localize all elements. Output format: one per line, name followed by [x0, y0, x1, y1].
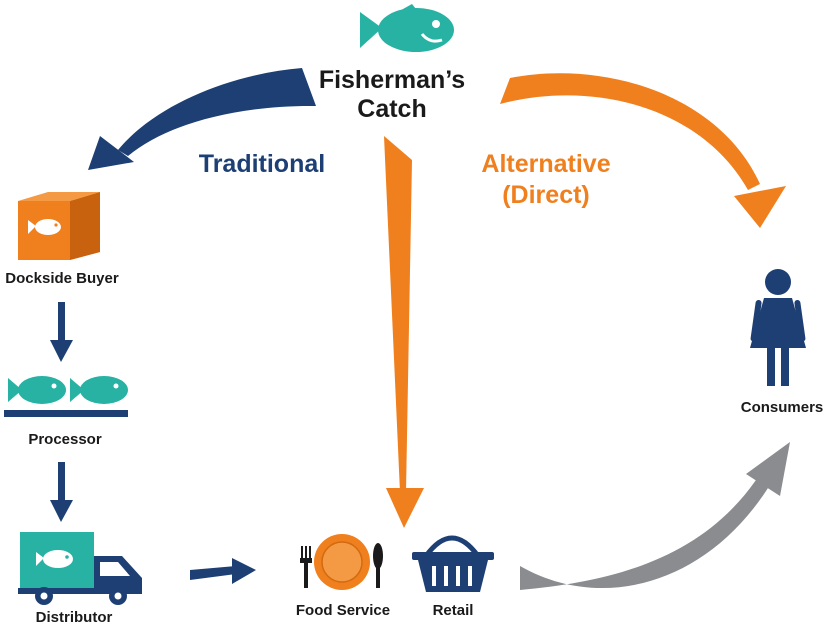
retail-to-consumers-arrow — [520, 442, 790, 590]
consumers-label: Consumers — [741, 399, 824, 416]
person-icon — [750, 269, 806, 386]
alternative-label-line2: (Direct) — [502, 181, 590, 209]
delivery-truck-icon — [18, 532, 142, 605]
processor-label: Processor — [28, 431, 102, 448]
down-arrow-1 — [50, 302, 73, 362]
food-service-label: Food Service — [296, 602, 390, 619]
source-label-line2: Catch — [357, 95, 426, 123]
direct-to-food-service-arrow — [384, 136, 424, 528]
down-arrow-2 — [50, 462, 73, 522]
alternative-arrow — [500, 73, 786, 228]
alternative-label-line1: Alternative — [481, 150, 610, 178]
shopping-basket-icon — [412, 535, 494, 592]
traditional-label: Traditional — [199, 150, 325, 178]
source-label-line1: Fisherman’s — [319, 66, 465, 94]
fish-icon — [360, 4, 454, 52]
right-arrow-to-food-service — [190, 558, 256, 584]
distributor-label: Distributor — [36, 609, 113, 626]
fish-box-icon — [18, 192, 100, 260]
plate-cutlery-icon — [300, 534, 383, 590]
retail-label: Retail — [433, 602, 474, 619]
fish-conveyor-icon — [4, 376, 128, 417]
dockside-buyer-label: Dockside Buyer — [5, 270, 119, 287]
traditional-arrow — [88, 68, 316, 170]
